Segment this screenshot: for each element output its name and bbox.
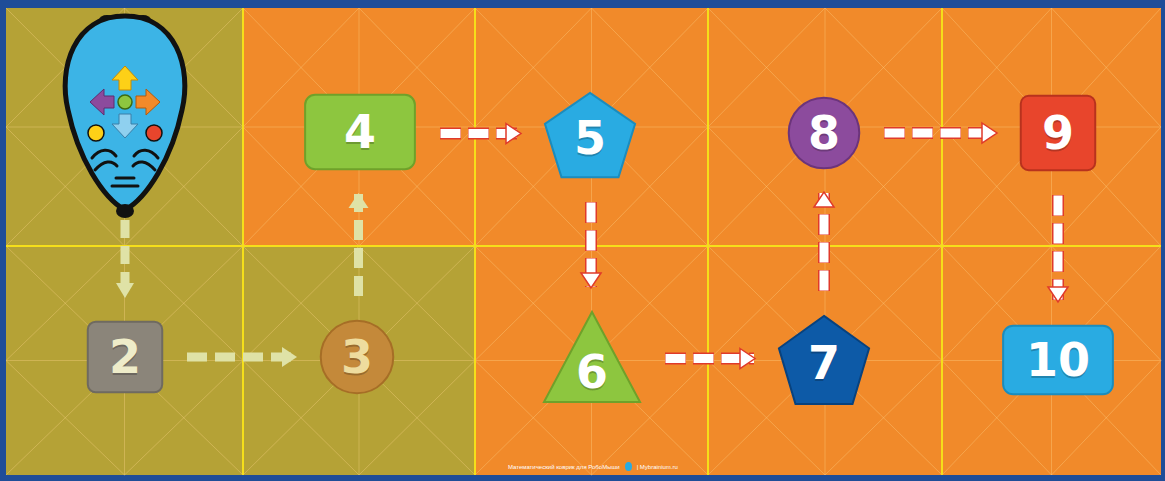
number-label: 6 <box>576 349 608 395</box>
path-arrow <box>187 357 296 358</box>
robot-mouse <box>65 15 185 218</box>
number-label: 8 <box>808 110 840 156</box>
footer-note: Математический коврик для РобоМыши <box>508 464 620 470</box>
path-arrow <box>824 193 825 291</box>
number-label: 7 <box>808 340 840 386</box>
path-arrow <box>358 194 359 296</box>
arrow-outline <box>1052 195 1064 301</box>
footer: Математический коврик для РобоМыши | Mybr… <box>508 462 678 471</box>
number-label: 2 <box>109 334 141 380</box>
number-label: 5 <box>574 115 606 161</box>
arrow-outline <box>585 202 597 287</box>
arrow-line <box>354 194 363 296</box>
number-label: 10 <box>1026 337 1090 383</box>
arrow-line <box>820 193 829 291</box>
arrow-outline <box>440 128 520 140</box>
footer-note: | Mybrainium.ru <box>637 464 678 470</box>
number-rectangle: 4 <box>304 94 416 170</box>
arrow-line <box>884 129 996 138</box>
number-pentagon: 5 <box>544 92 636 178</box>
path-arrow <box>665 358 754 359</box>
number-label: 4 <box>344 109 376 155</box>
start-arrow <box>116 220 134 298</box>
arrow-line <box>440 129 520 138</box>
number-pentagon: 7 <box>778 315 870 405</box>
arrow-line <box>587 202 596 287</box>
arrow-outline <box>818 193 830 291</box>
number-label: 9 <box>1042 110 1074 156</box>
number-triangle: 6 <box>543 311 641 403</box>
arrow-line <box>665 354 754 363</box>
mat-ground <box>6 8 1161 475</box>
number-circle: 8 <box>788 97 860 169</box>
arrow-line <box>187 353 296 362</box>
arrow-line <box>1054 195 1063 301</box>
path-arrow <box>1058 195 1059 301</box>
number-label: 3 <box>341 334 373 380</box>
number-circle: 3 <box>320 320 394 394</box>
number-square: 2 <box>87 321 163 393</box>
visited-area <box>6 8 243 475</box>
path-arrow <box>884 133 996 134</box>
arrow-outline <box>665 353 754 365</box>
arrow-outline <box>884 127 996 139</box>
path-arrow <box>440 133 520 134</box>
number-rectangle: 10 <box>1002 325 1114 395</box>
grid-pattern <box>6 8 1161 475</box>
number-square: 9 <box>1020 95 1096 171</box>
mouse-icon <box>625 462 632 471</box>
grid-lines <box>6 8 1161 475</box>
path-arrow <box>591 202 592 287</box>
